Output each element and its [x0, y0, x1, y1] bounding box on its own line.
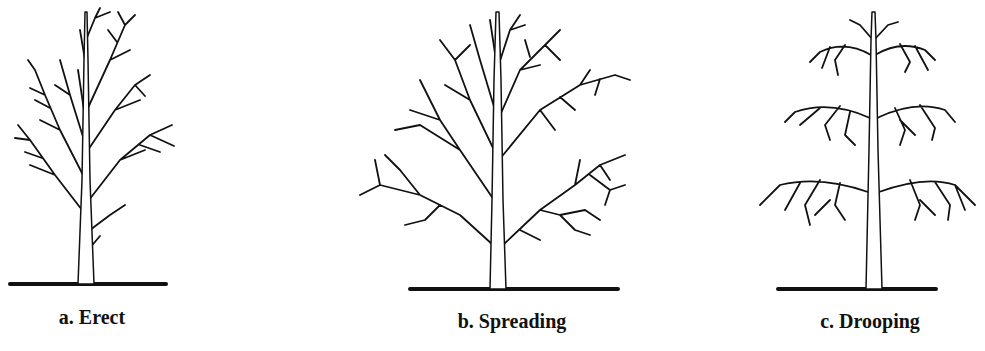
erect-tree-branches	[15, 8, 174, 250]
drooping-tree-trunk	[866, 12, 882, 289]
ground-line	[410, 287, 618, 291]
figure-caption: a. Erect	[59, 306, 125, 329]
ground-line	[778, 287, 936, 291]
spreading-tree-trunk	[490, 12, 506, 289]
figure-caption: b. Spreading	[458, 310, 567, 333]
figure-caption: c. Drooping	[820, 310, 920, 333]
erect-tree-trunk	[78, 12, 94, 284]
